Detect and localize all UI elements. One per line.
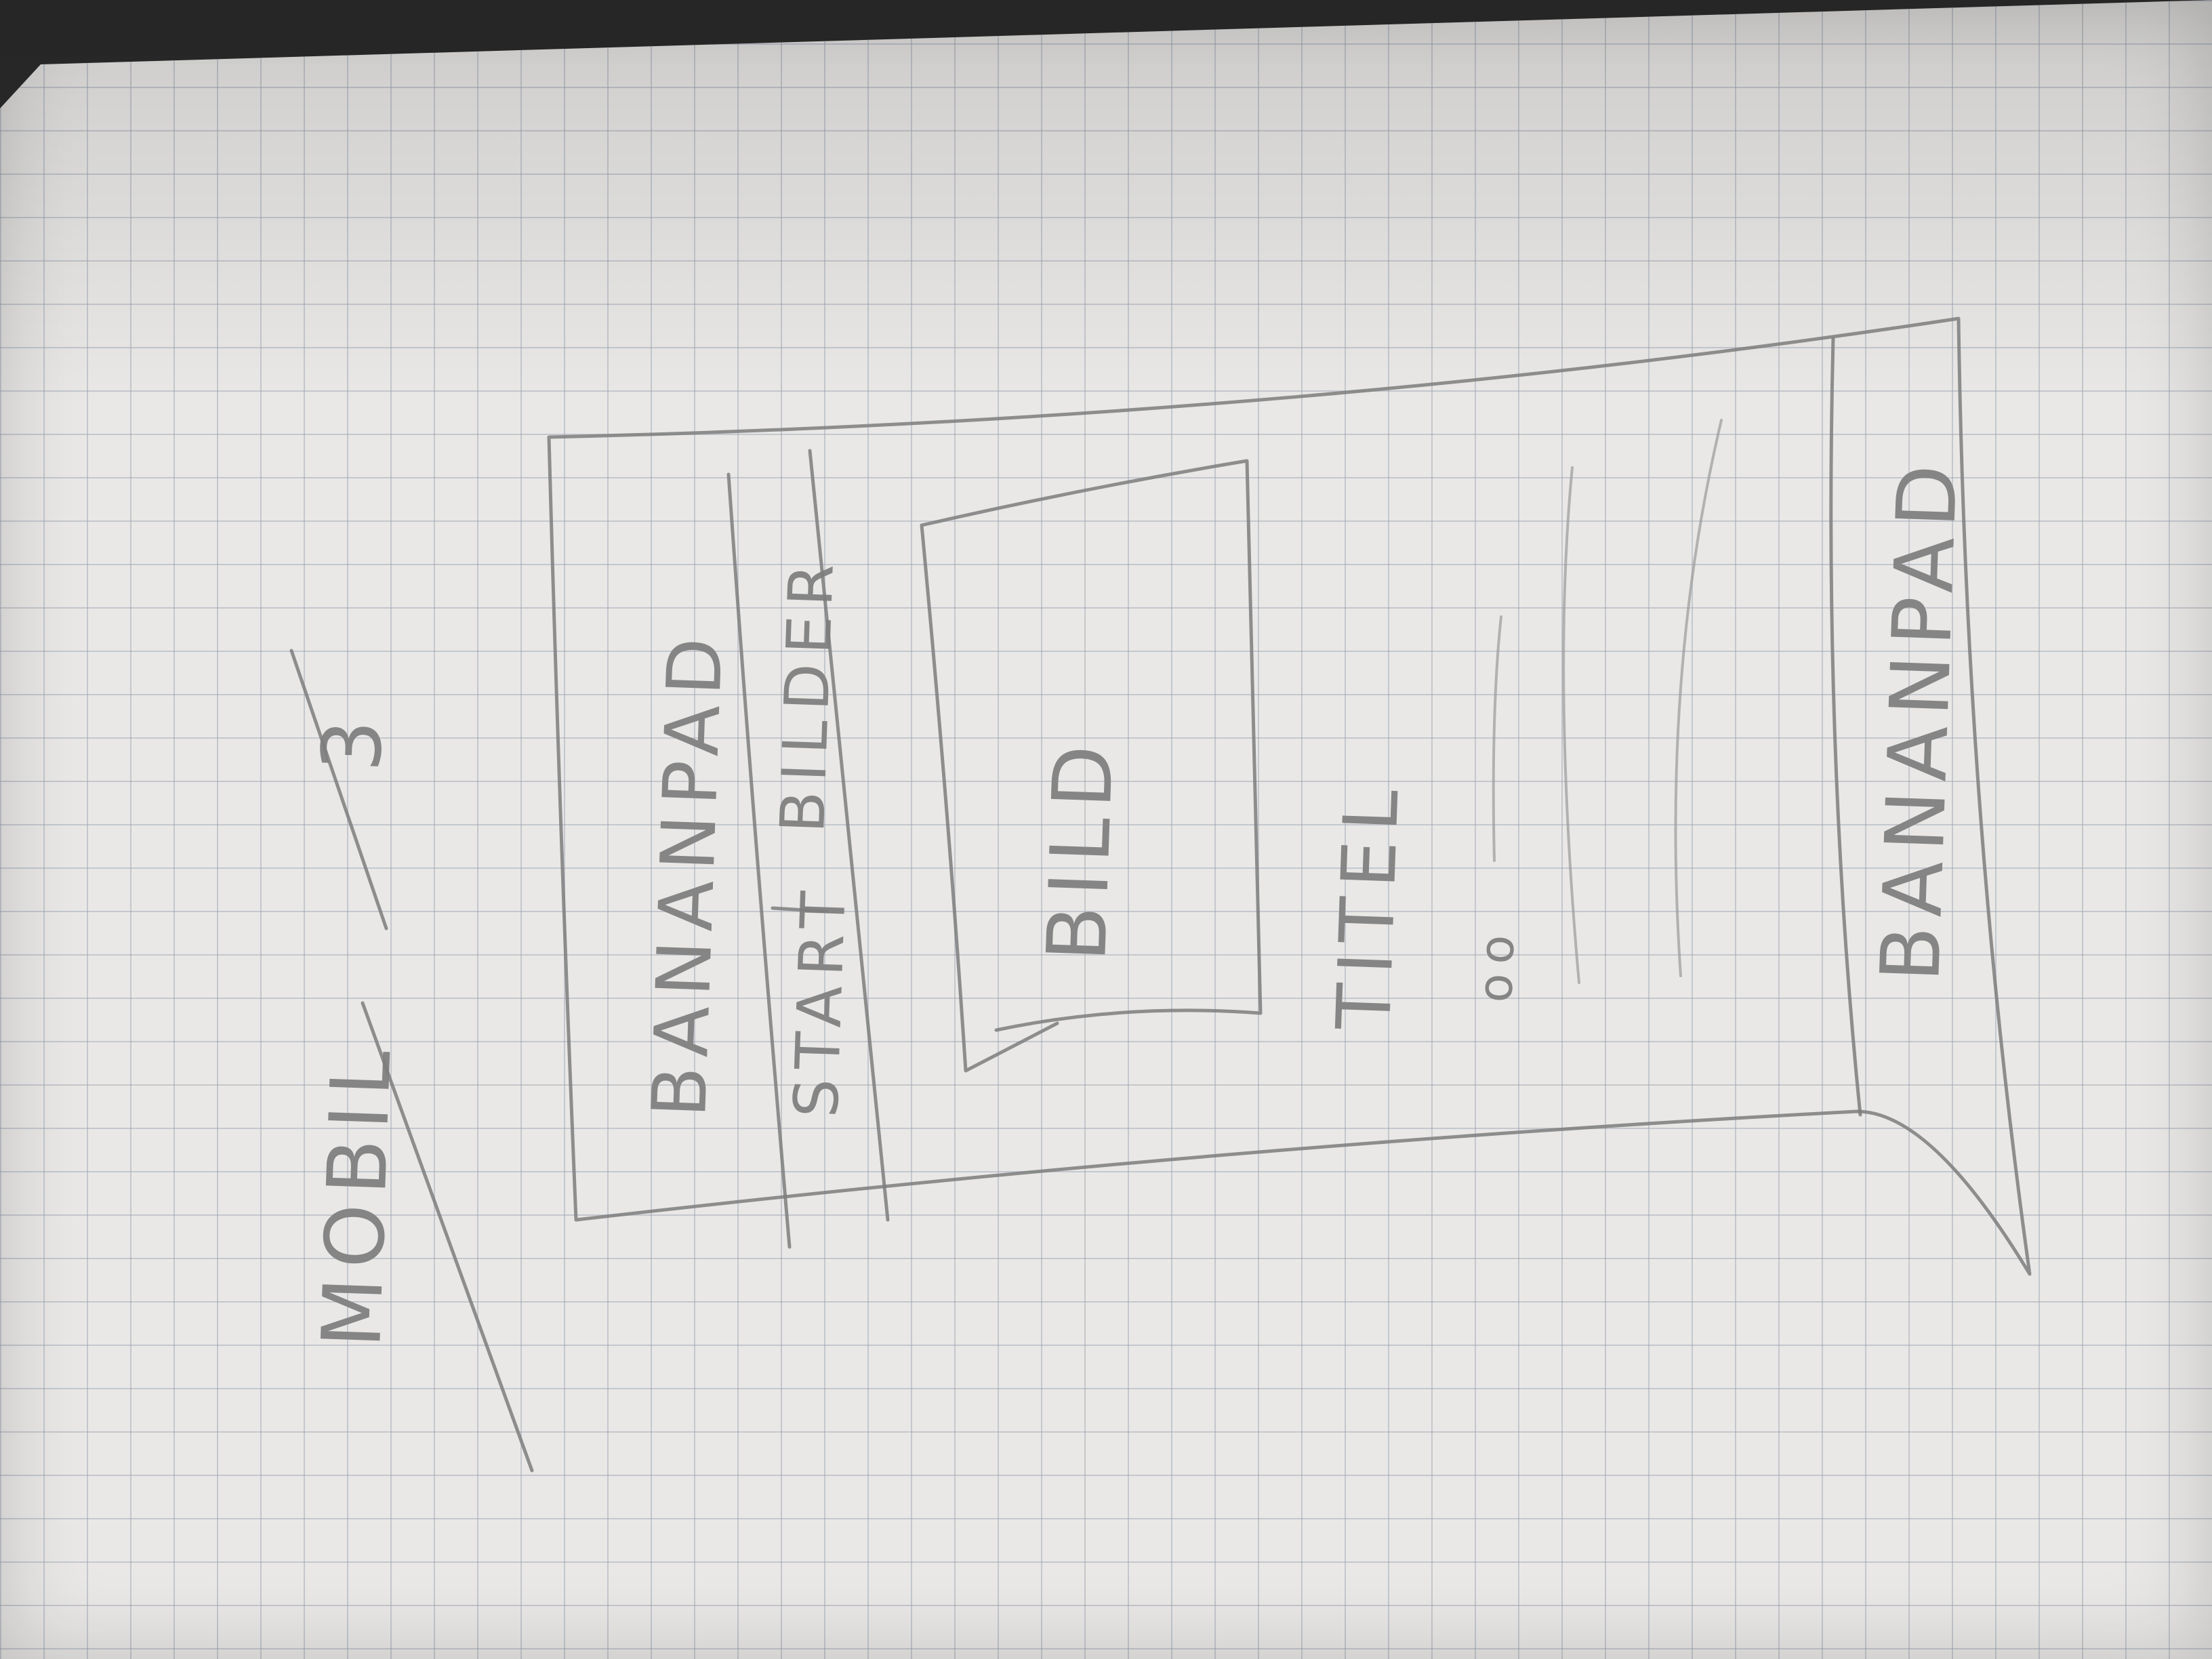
mockup-header-title: BANANPAD	[636, 627, 739, 1119]
mockup-footer: BANANPAD	[1829, 337, 1976, 1117]
nav-separator	[771, 906, 829, 914]
image-placeholder-label: BILD	[1030, 734, 1132, 963]
heading-underline	[361, 1001, 534, 1473]
content-line-2	[1562, 466, 1580, 984]
version-underline	[289, 649, 388, 930]
sketch-heading: MOBIL	[305, 1040, 410, 1349]
mockup-footer-title: BANANPAD	[1864, 453, 1976, 983]
nav-item-start: START	[781, 881, 860, 1119]
content-title: TITEL	[1320, 779, 1416, 1031]
phone-frame	[547, 316, 2032, 1276]
content-line-1	[1492, 615, 1502, 862]
nav-divider	[808, 449, 890, 1222]
sketch-heading-group: MOBIL 3	[289, 649, 534, 1473]
mockup-header: BANANPAD	[636, 472, 792, 1249]
mockup-image-placeholder: BILD	[920, 459, 1263, 1073]
mockup-content: TITEL oo	[1320, 419, 1723, 1031]
image-box	[920, 459, 1263, 1073]
sketch-version-number: 3	[305, 709, 401, 773]
footer-divider	[1829, 337, 1862, 1117]
content-line-3	[1674, 419, 1723, 977]
mockup-nav: START BILDER	[767, 449, 890, 1222]
content-marker: oo	[1467, 924, 1525, 1003]
header-divider	[726, 472, 792, 1249]
